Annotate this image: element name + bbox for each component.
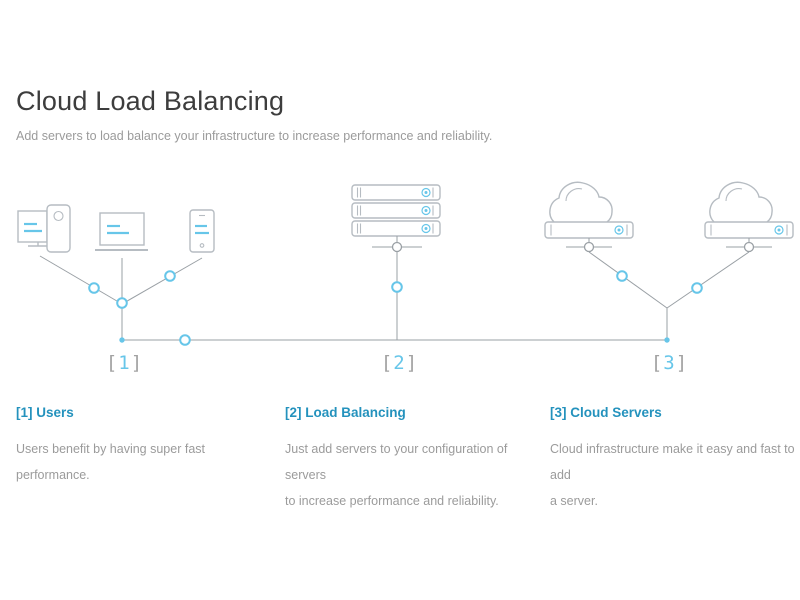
server-unit: [351, 184, 441, 201]
marker-bracket: ]: [675, 352, 688, 374]
connection-node: [391, 281, 403, 293]
cloud-shape: [549, 181, 613, 223]
server-unit: [351, 220, 441, 237]
desktop-tower: [46, 204, 71, 253]
server-indicator-icon: [614, 225, 624, 235]
marker-digit: 3: [663, 352, 675, 374]
desktop-monitor: [17, 210, 48, 243]
diagram-marker-1: [1]: [106, 352, 142, 374]
section-load-balancing-body: Just add servers to your configuration o…: [285, 442, 508, 508]
server-indicator-dot: [424, 227, 428, 230]
server-indicator-dot: [424, 209, 428, 212]
server-stand-node: [583, 241, 595, 253]
phone-body: [189, 209, 215, 253]
connector-lines: [39, 251, 750, 341]
load-balancing-diagram: [0, 170, 800, 400]
desktop-computer-icon: [17, 204, 71, 253]
connection-nodes: [88, 270, 703, 346]
connection-node: [179, 334, 191, 346]
server-stack-icon: [351, 184, 441, 253]
connection-node: [88, 282, 100, 294]
server-indicator-icon: [421, 187, 431, 198]
section-cloud-servers-heading: [3] Cloud Servers: [550, 405, 662, 420]
connection-node: [116, 297, 128, 309]
page-subtitle: Add servers to load balance your infrast…: [16, 129, 493, 143]
diagram-marker-2: [2]: [381, 352, 417, 374]
marker-digit: 2: [393, 352, 405, 374]
connector-phone: [121, 257, 203, 305]
marker-bracket: [: [380, 352, 393, 374]
bus-endpoint-dot: [664, 337, 670, 343]
cloud-inner-line: [565, 188, 583, 202]
section-load-balancing: [2] Load Balancing Just add servers to y…: [285, 405, 551, 514]
laptop-screen: [99, 212, 145, 246]
section-users-heading: [1] Users: [16, 405, 74, 420]
section-cloud-servers-body: Cloud infrastructure make it easy and fa…: [550, 442, 795, 508]
marker-bracket: ]: [405, 352, 418, 374]
server-indicator-dot: [617, 228, 621, 232]
server-stand-node: [743, 241, 755, 253]
server-indicator-icon: [774, 225, 784, 235]
connection-node: [164, 270, 176, 282]
page-title: Cloud Load Balancing: [16, 86, 285, 116]
section-load-balancing-heading: [2] Load Balancing: [285, 405, 406, 420]
section-users: [1] Users Users benefit by having super …: [16, 405, 278, 488]
server-indicator-icon: [421, 205, 431, 216]
section-users-body: Users benefit by having super fast perfo…: [16, 442, 205, 482]
server-indicator-icon: [421, 223, 431, 234]
section-cloud-servers: [3] Cloud Servers Cloud infrastructure m…: [550, 405, 800, 514]
cloud-shape: [709, 181, 773, 223]
cloud-server-icon: [544, 181, 634, 253]
connector-cloud-right: [666, 251, 750, 309]
desktop-tower-button: [53, 210, 64, 222]
phone-home-button: [199, 243, 205, 248]
server-indicator-dot: [424, 191, 428, 194]
marker-bracket: [: [650, 352, 663, 374]
connector-cloud-left: [588, 251, 668, 309]
connector-desktop: [39, 255, 123, 305]
smartphone-icon: [189, 209, 215, 253]
cloud-server-icon: [704, 181, 794, 253]
connection-node: [691, 282, 703, 294]
laptop-icon: [95, 212, 148, 251]
marker-bracket: ]: [130, 352, 143, 374]
bus-endpoint-dot: [119, 337, 125, 343]
connection-node: [616, 270, 628, 282]
diagram-canvas: [17, 181, 794, 346]
marker-bracket: [: [105, 352, 118, 374]
cloud-inner-line: [725, 188, 743, 202]
server-stand-node: [391, 241, 403, 253]
diagram-marker-3: [3]: [651, 352, 687, 374]
marker-digit: 1: [118, 352, 130, 374]
server-unit: [351, 202, 441, 219]
server-indicator-dot: [777, 228, 781, 232]
